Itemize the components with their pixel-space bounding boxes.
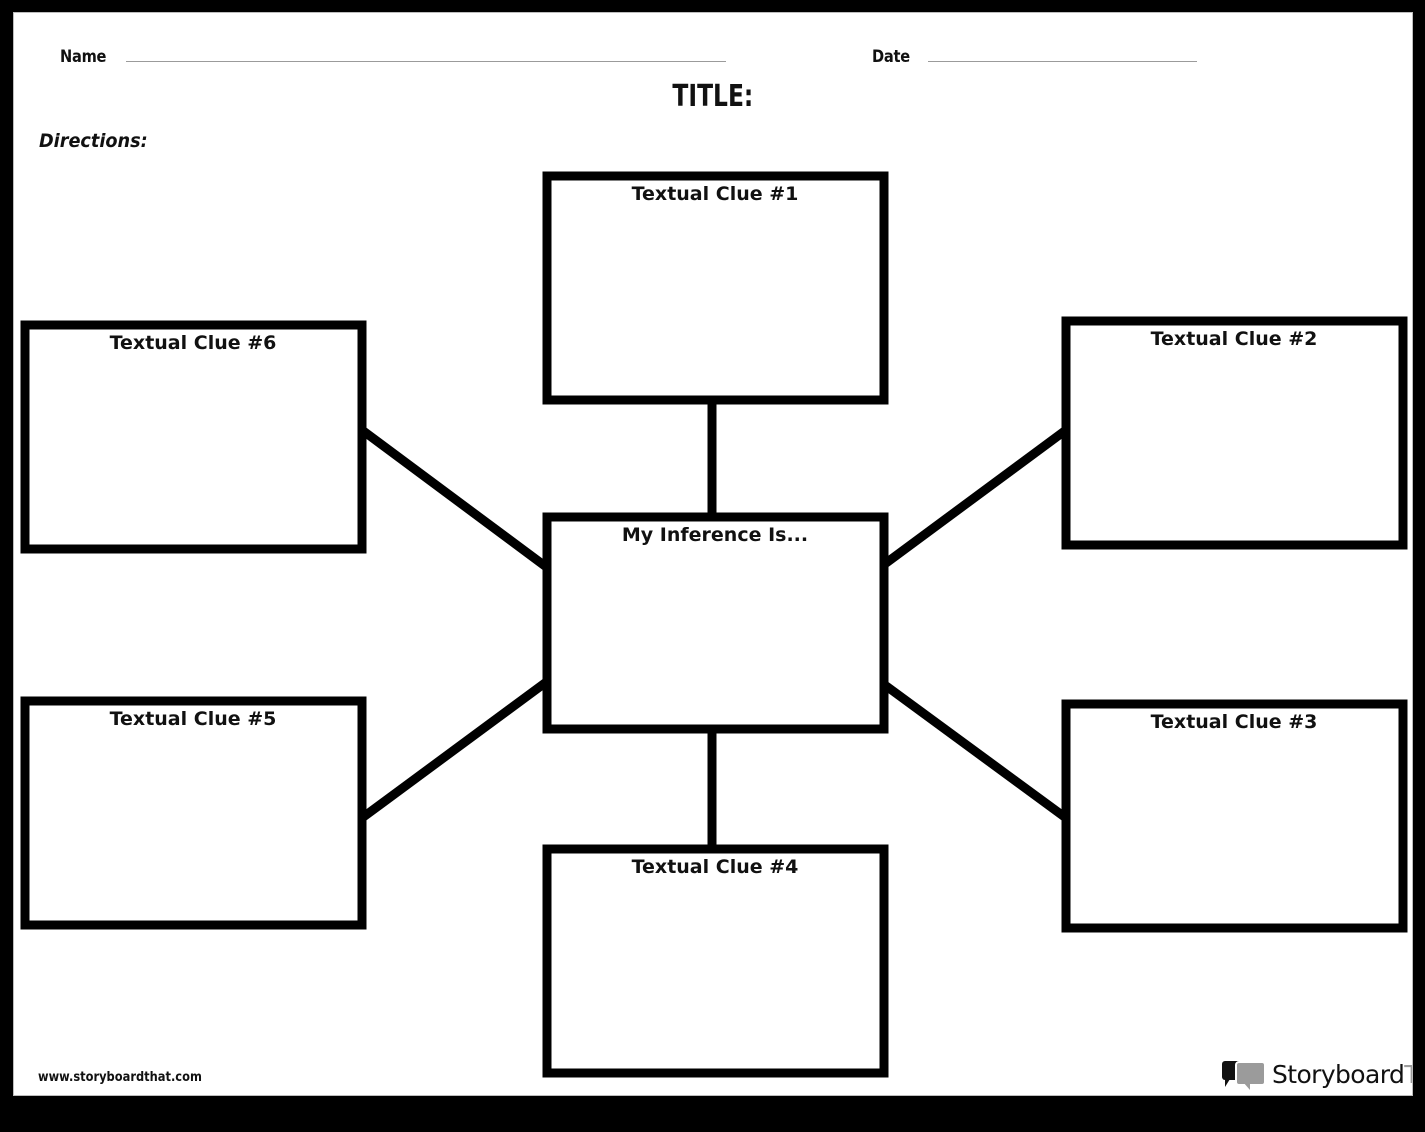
node-label-clue-4: Textual Clue #4 — [632, 856, 799, 878]
connector-center-to-clue3 — [875, 676, 1069, 822]
node-textual-clue-2[interactable]: Textual Clue #2 — [1061, 316, 1408, 550]
name-label: Name — [60, 47, 107, 67]
name-field-row[interactable]: Name — [60, 47, 726, 67]
node-box-my-inference[interactable] — [542, 512, 889, 734]
date-input-rule[interactable] — [928, 60, 1197, 62]
node-textual-clue-3[interactable]: Textual Clue #3 — [1061, 699, 1408, 933]
inference-web-diagram: Textual Clue #1 Textual Clue #2 Textual … — [20, 171, 1408, 1078]
date-label: Date — [872, 47, 910, 67]
node-textual-clue-6[interactable]: Textual Clue #6 — [20, 320, 367, 554]
directions-label: Directions: — [39, 130, 148, 152]
name-input-rule[interactable] — [125, 60, 726, 62]
node-box-clue-6[interactable] — [20, 320, 367, 554]
connector-center-to-clue2 — [875, 426, 1069, 573]
page-title: TITLE: — [14, 79, 1412, 114]
node-label-clue-5: Textual Clue #5 — [110, 708, 277, 730]
node-textual-clue-1[interactable]: Textual Clue #1 — [542, 171, 889, 405]
node-textual-clue-5[interactable]: Textual Clue #5 — [20, 696, 367, 930]
connector-clue6-to-center — [359, 426, 552, 573]
node-label-clue-3: Textual Clue #3 — [1151, 711, 1318, 733]
speech-bubbles-icon — [1222, 1059, 1266, 1090]
date-field-row[interactable]: Date — [872, 47, 1197, 67]
node-label-clue-2: Textual Clue #2 — [1151, 328, 1318, 350]
node-label-clue-6: Textual Clue #6 — [110, 332, 277, 354]
node-box-clue-1[interactable] — [542, 171, 889, 405]
node-my-inference[interactable]: My Inference Is... — [542, 512, 889, 734]
node-label-clue-1: Textual Clue #1 — [632, 183, 799, 205]
node-box-clue-4[interactable] — [542, 844, 889, 1078]
footer-url[interactable]: www.storyboardthat.com — [38, 1070, 202, 1085]
worksheet-sheet: Name Date TITLE: Directions: Textu — [14, 13, 1412, 1095]
node-box-clue-5[interactable] — [20, 696, 367, 930]
node-label-my-inference: My Inference Is... — [622, 524, 808, 546]
brand-name-primary: Storyboard — [1272, 1059, 1405, 1089]
page-title-text: TITLE: — [672, 79, 754, 114]
node-textual-clue-4[interactable]: Textual Clue #4 — [542, 844, 889, 1078]
brand-name-secondary: That — [1404, 1059, 1412, 1089]
storyboardthat-logo[interactable]: StoryboardThat — [1222, 1059, 1412, 1090]
node-box-clue-3[interactable] — [1061, 699, 1408, 933]
node-box-clue-2[interactable] — [1061, 316, 1408, 550]
brand-wordmark: StoryboardThat — [1272, 1060, 1412, 1089]
speech-bubble-front-icon — [1235, 1061, 1266, 1090]
connector-clue5-to-center — [359, 676, 552, 822]
